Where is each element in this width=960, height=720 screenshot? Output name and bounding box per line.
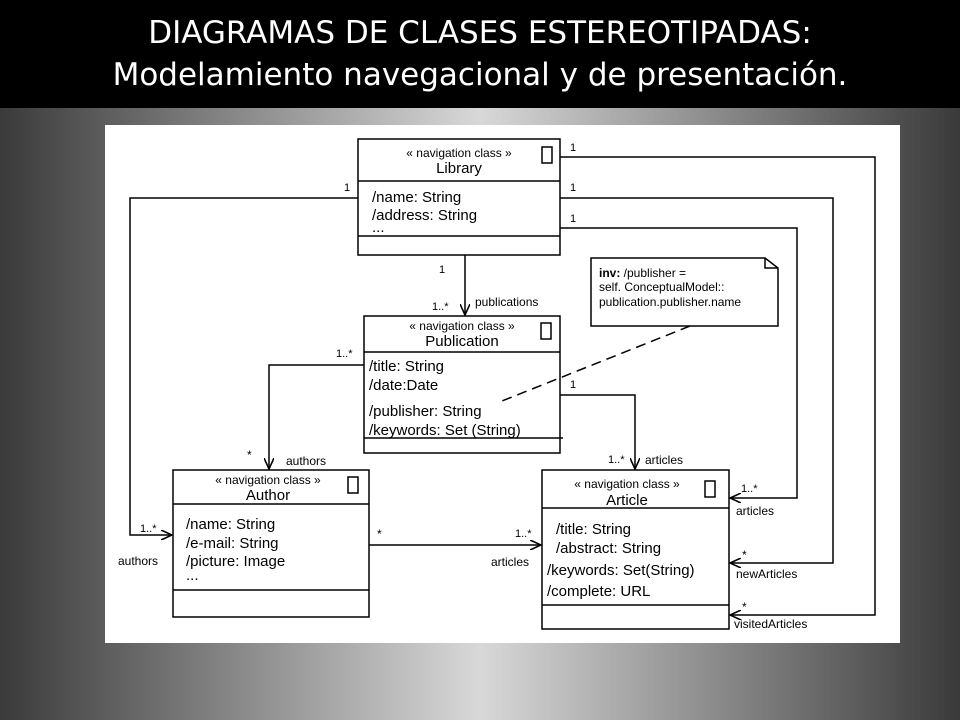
class-author[interactable]: « navigation class » Author /name: Strin… xyxy=(172,469,370,618)
title-line-2: Modelamiento navegacional y de presentac… xyxy=(112,57,848,93)
class-library[interactable]: « navigation class » Library /name: Stri… xyxy=(357,138,561,256)
library-stereotype: « navigation class » xyxy=(406,146,512,160)
publication-name: Publication xyxy=(425,333,498,350)
svg-text:1..*: 1..* xyxy=(515,528,532,540)
navigation-class-icon xyxy=(541,146,553,164)
class-publication[interactable]: « navigation class » Publication /title:… xyxy=(363,315,563,454)
slide-title: DIAGRAMAS DE CLASES ESTEREOTIPADAS: Mode… xyxy=(0,12,960,96)
svg-text:newArticles: newArticles xyxy=(736,567,797,581)
assoc-publication-author: 1..* * authors xyxy=(247,348,364,469)
assoc-library-publication: 1 1..* publications xyxy=(432,255,538,315)
note-line-3: publication.publisher.name xyxy=(599,295,741,309)
class-article[interactable]: « navigation class » Article /title: Str… xyxy=(541,469,730,630)
svg-text:1: 1 xyxy=(439,264,445,276)
svg-text:1..*: 1..* xyxy=(336,348,353,360)
slide-header xyxy=(0,0,960,108)
svg-text:articles: articles xyxy=(645,453,683,467)
library-attr-name: /name: String xyxy=(372,189,461,206)
svg-text:1: 1 xyxy=(570,182,576,194)
library-attr-more: ... xyxy=(372,219,385,236)
class-diagram: « navigation class » Library /name: Stri… xyxy=(118,138,876,631)
library-attr-address: /address: String xyxy=(372,207,477,224)
svg-text:authors: authors xyxy=(118,554,158,568)
article-attr-abstract: /abstract: String xyxy=(556,540,661,557)
svg-text:1..*: 1..* xyxy=(432,301,449,313)
author-attr-name: /name: String xyxy=(186,516,275,533)
assoc-author-article: * 1..* articles xyxy=(369,527,541,569)
invariant-note: inv: /publisher = self. ConceptualModel:… xyxy=(590,257,779,327)
navigation-class-icon xyxy=(704,480,716,498)
navigation-class-icon xyxy=(347,476,359,494)
note-anchor-dashed-line xyxy=(496,325,691,404)
article-attr-title: /title: String xyxy=(556,521,631,538)
assoc-library-new-articles: 1 * newArticles xyxy=(560,182,834,581)
title-line-1: DIAGRAMAS DE CLASES ESTEREOTIPADAS: xyxy=(148,15,812,51)
assoc-library-author: 1 1..* authors xyxy=(118,182,358,568)
svg-text:articles: articles xyxy=(491,555,529,569)
note-line-2: self. ConceptualModel:: xyxy=(599,280,724,294)
svg-text:articles: articles xyxy=(736,504,774,518)
author-name: Author xyxy=(246,487,290,504)
note-line-1: inv: /publisher = xyxy=(599,266,686,280)
library-name: Library xyxy=(436,160,482,177)
svg-text:1..*: 1..* xyxy=(140,523,157,535)
publication-attr-title: /title: String xyxy=(369,358,444,375)
svg-text:publications: publications xyxy=(475,295,538,309)
svg-text:1: 1 xyxy=(344,182,350,194)
publication-attr-date: /date:Date xyxy=(369,377,438,394)
assoc-library-visited-articles: 1 * visitedArticles xyxy=(560,142,876,631)
assoc-library-articles: 1 1..* articles xyxy=(560,213,798,518)
publication-stereotype: « navigation class » xyxy=(409,319,515,333)
svg-text:1: 1 xyxy=(570,213,576,225)
article-attr-keywords: /keywords: Set(String) xyxy=(547,562,695,579)
svg-text:*: * xyxy=(247,448,252,462)
svg-text:1: 1 xyxy=(570,379,576,391)
assoc-publication-article: 1 1..* articles xyxy=(560,379,683,469)
author-attr-email: /e-mail: String xyxy=(186,535,279,552)
article-stereotype: « navigation class » xyxy=(574,477,680,491)
svg-text:1..*: 1..* xyxy=(741,483,758,495)
svg-text:1..*: 1..* xyxy=(608,454,625,466)
author-attr-picture: /picture: Image xyxy=(186,553,285,570)
navigation-class-icon xyxy=(540,322,552,340)
svg-text:*: * xyxy=(377,527,382,541)
svg-text:visitedArticles: visitedArticles xyxy=(734,617,807,631)
svg-text:1: 1 xyxy=(570,142,576,154)
author-attr-more: ... xyxy=(186,567,199,584)
publication-attr-publisher: /publisher: String xyxy=(369,403,482,420)
article-attr-complete: /complete: URL xyxy=(547,583,650,600)
svg-text:*: * xyxy=(742,548,747,562)
publication-attr-keywords: /keywords: Set (String) xyxy=(369,422,521,439)
svg-text:authors: authors xyxy=(286,454,326,468)
author-stereotype: « navigation class » xyxy=(215,473,321,487)
article-name: Article xyxy=(606,492,648,509)
svg-text:*: * xyxy=(742,600,747,614)
diagram-panel: « navigation class » Library /name: Stri… xyxy=(105,125,900,643)
